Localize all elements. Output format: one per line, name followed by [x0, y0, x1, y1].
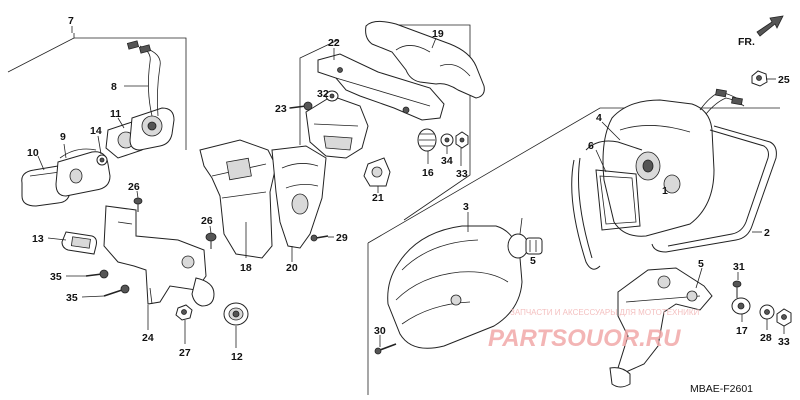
group-box-license-light: [299, 24, 471, 221]
label-part-6: 6: [588, 140, 594, 152]
label-part-5-bulb: 5: [530, 255, 536, 267]
label-part-34: 34: [441, 155, 453, 167]
label-part-16: 16: [422, 167, 434, 179]
turn-signal-socket: [129, 107, 175, 151]
label-part-35-lower: 35: [66, 292, 78, 304]
label-part-12: 12: [231, 351, 243, 363]
collar-17: [731, 297, 751, 315]
bolt-23: [289, 101, 313, 111]
screw-30: [374, 343, 397, 355]
screw-35-upper: [85, 269, 109, 279]
label-part-31: 31: [733, 261, 745, 273]
label-part-26-left: 26: [128, 181, 140, 193]
inner-fender-20: [271, 145, 327, 249]
label-part-33-upper: 33: [456, 168, 468, 180]
license-light-cover-19: [365, 20, 485, 99]
license-light-socket-21: [363, 157, 391, 187]
bolt-31: [732, 280, 742, 298]
label-part-35-upper: 35: [50, 271, 62, 283]
label-part-23: 23: [275, 103, 287, 115]
label-part-25: 25: [778, 74, 790, 86]
label-part-13: 13: [32, 233, 44, 245]
label-part-29: 29: [336, 232, 348, 244]
direction-label: FR.: [738, 36, 755, 48]
label-part-33-lower: 33: [778, 336, 790, 348]
label-part-17: 17: [736, 325, 748, 337]
grommet-12: [223, 302, 249, 326]
license-bracket: [103, 205, 215, 307]
housing-gasket-4: [571, 140, 643, 270]
label-part-30: 30: [374, 325, 386, 337]
screw-29: [310, 234, 329, 242]
label-part-32: 32: [317, 88, 329, 100]
license-light-bracket-22: [317, 53, 445, 121]
mounting-bracket-5: [609, 267, 713, 388]
turn-signal-wire-harness: [126, 40, 161, 117]
label-part-7: 7: [68, 15, 74, 27]
label-part-9: 9: [60, 131, 66, 143]
nut-27: [175, 304, 193, 321]
label-part-26-right: 26: [201, 215, 213, 227]
housing-gasket-6: [595, 169, 641, 231]
label-part-8: 8: [111, 81, 117, 93]
label-part-2: 2: [764, 227, 770, 239]
label-part-1: 1: [662, 185, 668, 197]
front-direction-indicator: FR.: [738, 15, 784, 48]
washer-34: [440, 133, 454, 147]
label-part-5-right: 5: [698, 258, 704, 270]
watermark: ЗАПЧАСТИ И АКСЕССУАРЫ ДЛЯ МОТОТЕХНИКИ PA…: [488, 308, 700, 352]
taillight-wire-harness: [699, 88, 745, 115]
nut-33-lower: [776, 308, 792, 327]
drawing-code: MBAE-F2601: [690, 383, 753, 395]
label-part-28: 28: [760, 332, 772, 344]
leader-lines: [37, 26, 785, 348]
label-part-18: 18: [240, 262, 252, 274]
rear-fender-18: [199, 139, 277, 259]
housing-seal-2: [651, 125, 777, 253]
label-part-24: 24: [142, 332, 154, 344]
washer-28: [759, 304, 775, 320]
label-part-3: 3: [463, 201, 469, 213]
label-part-19: 19: [432, 28, 444, 40]
turn-signal-housing: [55, 148, 111, 197]
collar-32: [325, 90, 339, 102]
label-part-10: 10: [27, 147, 39, 159]
label-part-14: 14: [90, 125, 102, 137]
part-labels: 7 8 9 10 11 14 13 35 35 24 27 12 26 26 1…: [27, 15, 790, 363]
group-box-turn-signal: [7, 33, 187, 150]
label-part-4: 4: [596, 112, 602, 124]
nut-33-upper: [455, 131, 469, 149]
label-part-11: 11: [110, 108, 121, 120]
grommet-16: [417, 128, 437, 152]
label-part-27: 27: [179, 347, 191, 359]
label-part-21: 21: [372, 192, 384, 204]
reflector: [61, 231, 97, 255]
label-part-22: 22: [328, 37, 340, 49]
taillight-lens-3: [387, 225, 523, 349]
license-light-housing: [305, 95, 369, 159]
nut-25: [751, 70, 768, 87]
bolt-26-right: [205, 232, 217, 249]
watermark-text: ЗАПЧАСТИ И АКСЕССУАРЫ ДЛЯ МОТОТЕХНИКИ: [510, 308, 700, 317]
screw-35-lower: [103, 284, 130, 297]
group-box-taillight: [367, 107, 780, 395]
bulb-15: [507, 233, 543, 259]
taillight-housing-1: [602, 99, 715, 237]
turn-signal-gasket: [96, 154, 108, 166]
watermark-logo: PARTSOUOR.RU: [488, 325, 681, 352]
label-part-20: 20: [286, 262, 298, 274]
